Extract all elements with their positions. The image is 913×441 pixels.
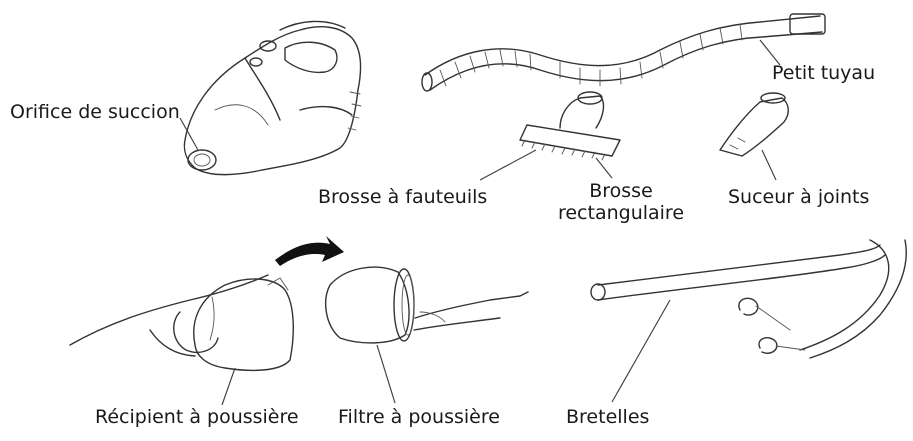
label-rectangular-brush: Brosse rectangulaire (556, 180, 686, 224)
straps-illustration (591, 240, 906, 358)
dust-container-illustration (70, 275, 293, 370)
label-dust-container: Récipient à poussière (95, 406, 299, 428)
label-crevice-tool: Suceur à joints (728, 186, 869, 208)
label-dust-filter: Filtre à poussière (338, 406, 500, 428)
label-upholstery-brush: Brosse à fauteuils (318, 186, 487, 208)
leader-dust-filter (377, 345, 395, 403)
dust-filter-illustration (326, 267, 528, 343)
small-hose-illustration (422, 14, 825, 91)
leader-dust-container (222, 368, 235, 405)
crevice-tool-illustration (720, 93, 788, 156)
rectangular-brush-illustration (520, 92, 620, 160)
leader-crevice-tool (762, 150, 776, 180)
leader-straps (612, 300, 670, 402)
label-rectangular-brush-line2: rectangulaire (556, 202, 686, 224)
leader-upholstery-brush (480, 150, 536, 180)
handheld-vacuum-illustration (184, 21, 361, 174)
label-rectangular-brush-line1: Brosse (556, 180, 686, 202)
label-suction-opening: Orifice de succion (10, 101, 180, 123)
leader-rectangular-brush (596, 158, 612, 178)
label-small-hose: Petit tuyau (772, 62, 875, 84)
label-straps: Bretelles (566, 406, 649, 428)
direction-arrow (275, 236, 344, 266)
